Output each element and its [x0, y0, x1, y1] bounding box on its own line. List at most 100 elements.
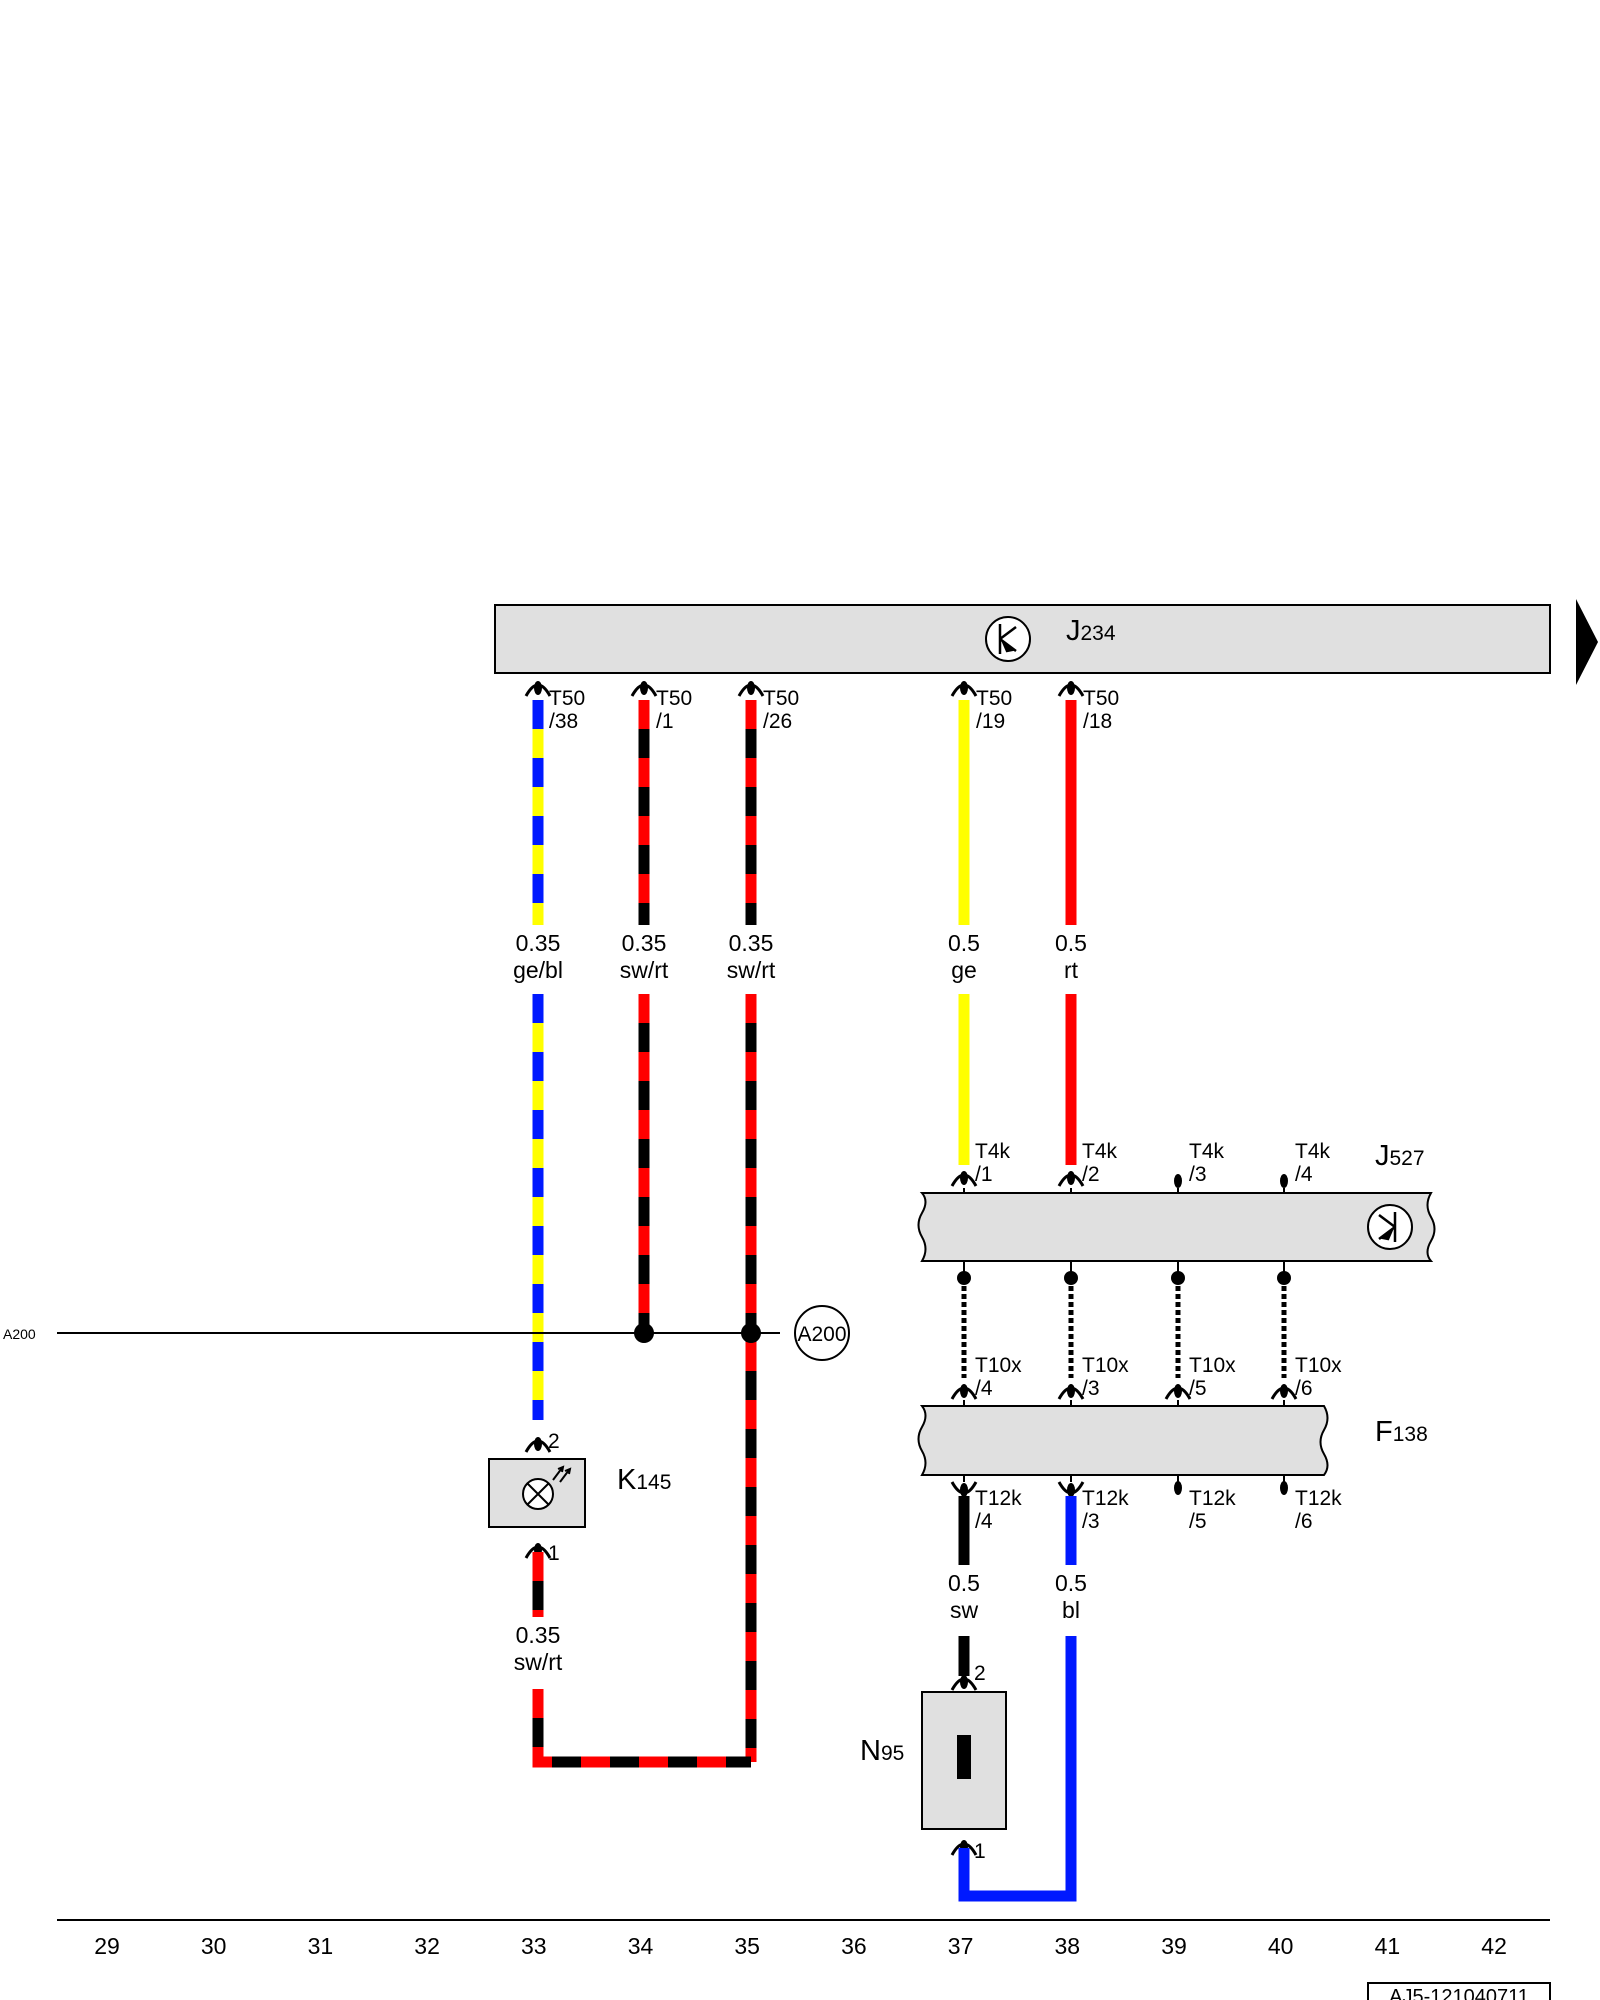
k145-pin-bottom: 1 — [548, 1542, 560, 1565]
column-number: 40 — [1268, 1933, 1294, 1959]
j234-connector-2 — [737, 681, 765, 697]
diagram-id-box — [1367, 1982, 1551, 2000]
wire-color-n95-bl: bl — [1062, 1597, 1080, 1623]
j527-label: J527 — [1375, 1140, 1425, 1172]
column-number: 35 — [734, 1933, 760, 1959]
j527-connector-2-tip — [1067, 1171, 1075, 1185]
wires — [532, 700, 1291, 1902]
column-number: 33 — [521, 1933, 547, 1959]
t10x-connector-2 — [1164, 1384, 1192, 1400]
j234-ground-arrow-icon — [998, 624, 1017, 654]
pin-label-t4k-2-num: /2 — [1082, 1163, 1100, 1186]
wire-k145-ground-lower — [532, 1689, 751, 1768]
k145-connector-top-tip — [534, 1437, 542, 1451]
t12k-connector-3-tip — [1067, 1483, 1075, 1497]
pin-label-t50-18: T50 — [1083, 687, 1119, 710]
wire-size-n95-sw: 0.5 — [948, 1570, 980, 1596]
j234-connector-2-tip — [747, 681, 755, 695]
t12k-connector-4-tip — [960, 1483, 968, 1497]
t10x-connector-3 — [1270, 1384, 1298, 1400]
pin-label-t12k-5-num: /5 — [1189, 1510, 1207, 1533]
n95-label: N95 — [860, 1735, 904, 1767]
pin-label-t50-1-num: /1 — [656, 710, 674, 733]
a200-bus: A200 A200 — [3, 1305, 850, 1361]
pin-label-t50-26: T50 — [763, 687, 799, 710]
wire-size-38: 0.5 — [1055, 930, 1087, 956]
j527-module: J527 — [917, 1140, 1436, 1262]
continue-arrow-icon — [1576, 599, 1598, 685]
pin-label-t50-1: T50 — [656, 687, 692, 710]
k145-connector-top — [524, 1437, 552, 1453]
n95-pin-top: 2 — [974, 1662, 986, 1685]
a200-left-label: A200 — [3, 1326, 36, 1342]
pin-label-t4k-4-num: /4 — [1295, 1163, 1313, 1186]
pin-label-t4k-4: T4k — [1295, 1140, 1331, 1163]
pin-label-t10x-6: T10x — [1295, 1354, 1342, 1377]
pin-label-t50-26-num: /26 — [763, 710, 792, 733]
pin-label-t12k-3: T12k — [1082, 1487, 1129, 1510]
t12k-connector-3 — [1057, 1481, 1085, 1497]
t10x-connector-1 — [1057, 1384, 1085, 1400]
j234-ground-symbol-icon — [985, 616, 1031, 662]
pin-label-t4k-3: T4k — [1189, 1140, 1225, 1163]
wire-k145-ground-lower-stripe — [532, 1689, 751, 1768]
pin-label-t12k-5: T12k — [1189, 1487, 1236, 1510]
j234-connector-1 — [630, 681, 658, 697]
wire-color-34: sw/rt — [620, 957, 669, 983]
wire-size-n95-bl: 0.5 — [1055, 1570, 1087, 1596]
j527-pin-labels: T4k /1 T4k /2 T4k /3 T4k /4 — [975, 1140, 1331, 1186]
wire-size-37: 0.5 — [948, 930, 980, 956]
wire-size-34: 0.35 — [622, 930, 667, 956]
pin-label-t12k-3-num: /3 — [1082, 1510, 1100, 1533]
wire-color-k145-ground: sw/rt — [514, 1649, 563, 1675]
wire-color-33: ge/bl — [513, 957, 563, 983]
j234-pin-labels: T50 /38 T50 /1 T50 /26 T50 /19 T50 /18 — [549, 687, 1119, 733]
t12k-pin-6-tip — [1280, 1481, 1288, 1495]
pin-label-t4k-2: T4k — [1082, 1140, 1118, 1163]
pin-label-t50-38-num: /38 — [549, 710, 578, 733]
t10x-connector-1-tip — [1067, 1384, 1075, 1398]
f138-module: F138 — [917, 1405, 1428, 1476]
column-number: 38 — [1055, 1933, 1081, 1959]
j527-connector-1-tip — [960, 1171, 968, 1185]
column-number: 29 — [94, 1933, 120, 1959]
pin-label-t50-18-num: /18 — [1083, 710, 1112, 733]
j527-ground-arrow-icon — [1378, 1212, 1397, 1242]
wire-n95-bl-lower — [958, 1636, 1077, 1902]
pin-label-t12k-4: T12k — [975, 1487, 1022, 1510]
pin-label-t50-38: T50 — [549, 687, 585, 710]
wire-labels: 0.35 ge/bl 0.35 sw/rt 0.35 sw/rt 0.5 ge … — [513, 930, 1087, 1675]
wire-color-38: rt — [1064, 957, 1079, 983]
a200-circle — [794, 1305, 850, 1361]
junction-dot-35 — [741, 1323, 761, 1343]
a200-circle-label: A200 — [797, 1323, 846, 1346]
resistor-icon — [957, 1735, 971, 1779]
pin-label-t10x-5-num: /5 — [1189, 1377, 1207, 1400]
j234-connector-4 — [1057, 681, 1085, 697]
pin-label-t10x-3: T10x — [1082, 1354, 1129, 1377]
pin-label-t10x-6-num: /6 — [1295, 1377, 1313, 1400]
column-number: 31 — [308, 1933, 334, 1959]
k145-pin-top: 2 — [548, 1430, 560, 1453]
t10x-connector-3-tip — [1280, 1384, 1288, 1398]
pin-label-t10x-4: T10x — [975, 1354, 1022, 1377]
j527-box — [917, 1192, 1436, 1262]
junction-dot-34 — [634, 1323, 654, 1343]
column-number: 36 — [841, 1933, 867, 1959]
j234-connector-0 — [524, 681, 552, 697]
t10x-connector-2-tip — [1174, 1384, 1182, 1398]
f138-pin-labels: T10x /4 T10x /3 T10x /5 T10x /6 T12k /4 … — [975, 1354, 1342, 1533]
j527-connector-1 — [950, 1171, 978, 1187]
pin-label-t4k-1: T4k — [975, 1140, 1011, 1163]
t10x-connector-0 — [950, 1384, 978, 1400]
column-number: 37 — [948, 1933, 974, 1959]
pin-label-t4k-3-num: /3 — [1189, 1163, 1207, 1186]
column-number: 32 — [414, 1933, 440, 1959]
j234-module: J234 — [494, 599, 1598, 685]
t10x-connector-0-tip — [960, 1384, 968, 1398]
t12k-pin-5-tip — [1174, 1481, 1182, 1495]
k145-label: K145 — [617, 1464, 671, 1496]
wire-color-n95-sw: sw — [950, 1597, 979, 1623]
n95-connector-top — [950, 1675, 978, 1691]
